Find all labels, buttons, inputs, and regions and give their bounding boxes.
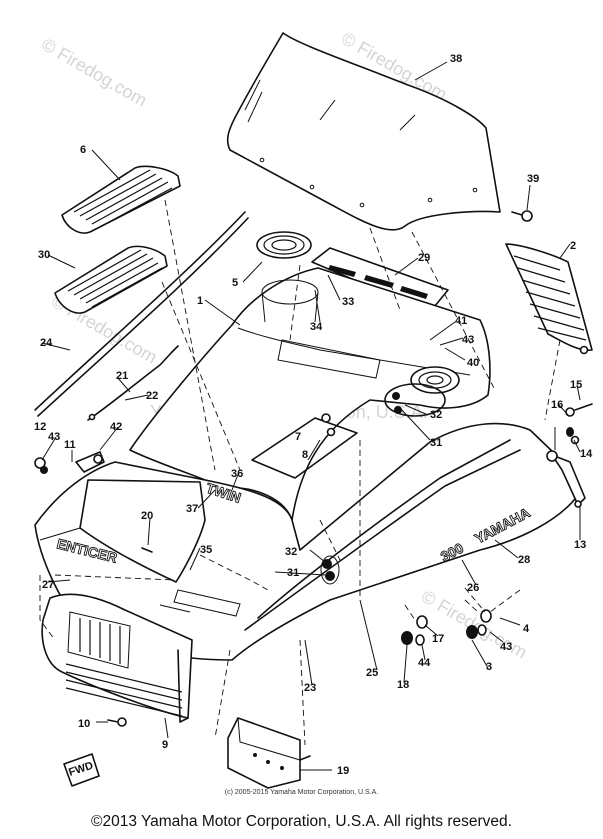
fwd-arrow: FWD [63, 753, 100, 787]
callout-14: 14 [580, 448, 593, 460]
callout-26: 26 [467, 582, 479, 594]
watermark-site-top: © Firedog.com [38, 34, 150, 110]
callout-39: 39 [527, 173, 539, 185]
callout-32: 32 [430, 409, 442, 421]
callout-21: 21 [116, 370, 128, 382]
callout-43-repeat-bottom: 43 [500, 641, 512, 653]
callout-34: 34 [310, 321, 323, 333]
callout-leaders [41, 61, 581, 771]
callout-43-repeat-left: 43 [48, 431, 60, 443]
callout-33: 33 [342, 296, 354, 308]
callout-13: 13 [574, 539, 586, 551]
callout-17: 17 [432, 633, 444, 645]
cable-22 [87, 345, 179, 421]
callout-8: 8 [302, 449, 308, 461]
callout-43: 43 [462, 334, 474, 346]
callout-40: 40 [467, 357, 479, 369]
copyright-small: (c) 2005-2015 Yamaha Motor Corporation, … [224, 789, 379, 796]
callout-4: 4 [523, 623, 530, 635]
callout-12: 12 [34, 421, 46, 433]
hardware-right [565, 403, 593, 445]
speaker-grille-5 [256, 231, 312, 259]
callout-44: 44 [418, 657, 431, 669]
screw-10 [107, 717, 127, 727]
callout-24: 24 [40, 337, 53, 349]
callout-10: 10 [78, 718, 90, 730]
bracket-19 [227, 717, 311, 789]
callout-28: 28 [518, 554, 530, 566]
callout-31-repeat: 31 [287, 567, 299, 579]
callout-30: 30 [38, 249, 50, 261]
callout-37: 37 [186, 503, 198, 515]
screw-39 [511, 210, 533, 222]
callout-1: 1 [197, 295, 203, 307]
callout-3: 3 [486, 661, 492, 673]
callout-20: 20 [141, 510, 153, 522]
watermark-site-bottom: © Firedog.com [418, 586, 530, 662]
callout-25: 25 [366, 667, 378, 679]
trim-strip-24 [34, 211, 249, 417]
screw-20 [141, 547, 153, 553]
callout-35: 35 [200, 544, 212, 556]
front-grille-9 [41, 593, 193, 723]
callout-6: 6 [80, 144, 86, 156]
callout-5: 5 [232, 277, 238, 289]
callout-22: 22 [146, 390, 158, 402]
hood-1 [129, 267, 491, 521]
callout-23: 23 [304, 682, 316, 694]
callout-42: 42 [110, 421, 122, 433]
callout-9: 9 [162, 739, 168, 751]
hardware-bottom-right [401, 609, 492, 646]
side-grille-2 [505, 243, 593, 355]
callout-11: 11 [64, 439, 76, 451]
callout-32-repeat: 32 [285, 546, 297, 558]
vent-grille-6 [61, 165, 181, 234]
dashed-leaders [39, 199, 561, 746]
callout-2: 2 [570, 240, 576, 252]
callout-36: 36 [231, 468, 243, 480]
callout-16: 16 [551, 399, 563, 411]
callout-31: 31 [430, 437, 442, 449]
copyright-footer: ©2013 Yamaha Motor Corporation, U.S.A. A… [91, 813, 512, 830]
callout-41: 41 [455, 315, 467, 327]
windshield [226, 32, 501, 231]
callout-numbers: 1 2 3 4 5 6 7 8 9 10 11 12 13 14 15 16 1… [34, 53, 593, 777]
callout-19: 19 [337, 765, 349, 777]
callout-27: 27 [42, 579, 54, 591]
callout-15: 15 [570, 379, 582, 391]
callout-7: 7 [295, 431, 301, 443]
callout-18: 18 [397, 679, 409, 691]
vent-grille-30 [54, 245, 168, 314]
callout-38: 38 [450, 53, 462, 65]
callout-29: 29 [418, 252, 430, 264]
